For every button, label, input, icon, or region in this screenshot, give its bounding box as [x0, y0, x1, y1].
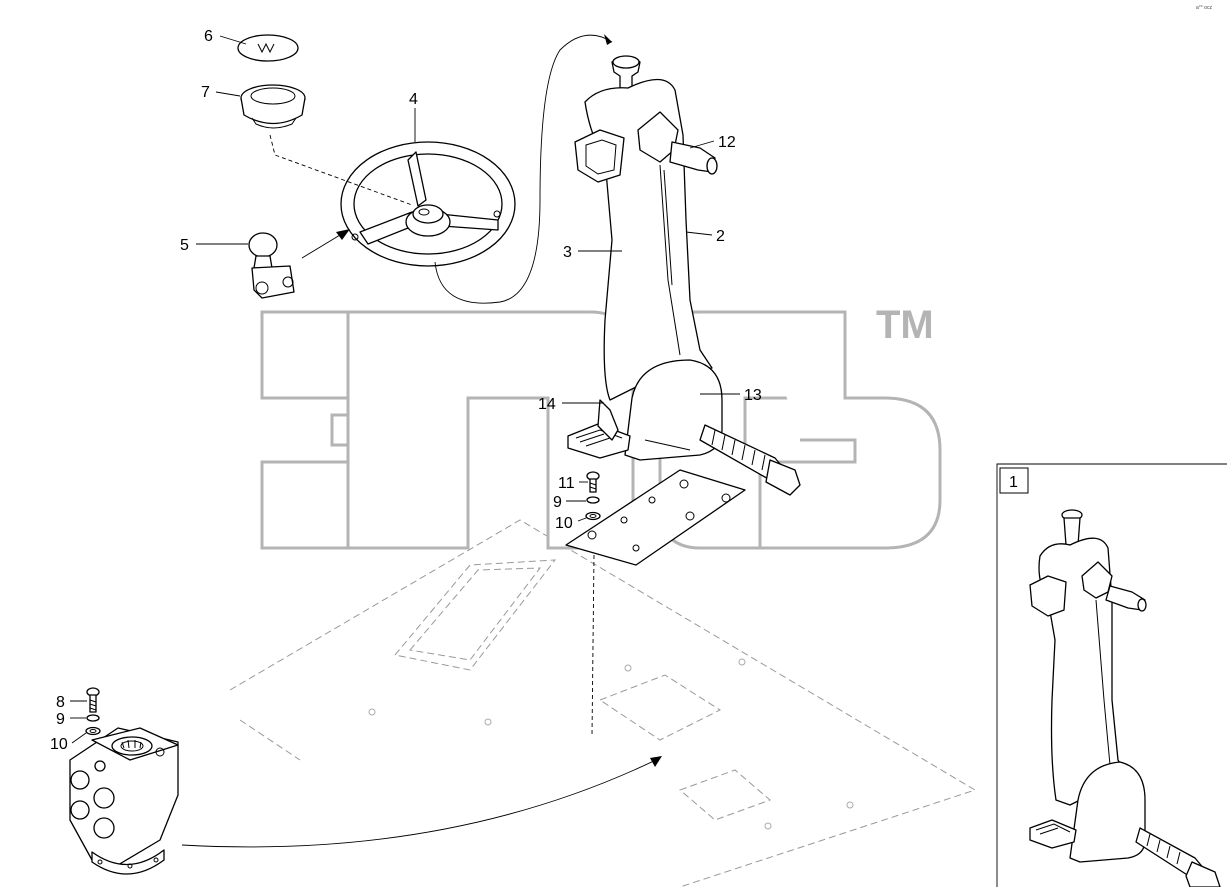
- washer-icon: [85, 714, 101, 736]
- callout-6: 6: [204, 28, 213, 45]
- inset-label-box: [999, 467, 1029, 494]
- inset-panel: 1: [996, 463, 1227, 887]
- inset-steering-column-icon: [1029, 509, 1221, 887]
- watermark-trademark: TM: [876, 303, 934, 347]
- callout-10-column: 10: [555, 515, 573, 532]
- corner-code: a°° ocz: [1196, 5, 1212, 11]
- callout-14: 14: [538, 396, 556, 413]
- knob-icon: [248, 232, 295, 299]
- callout-13: 13: [744, 387, 762, 404]
- steering-wheel-icon: [340, 141, 516, 267]
- callout-10-valve: 10: [50, 736, 68, 753]
- callouts: 6 7 4 5 12 2 3 13 14 11 9 10 8 9 10: [50, 28, 762, 753]
- leader-lines: [70, 35, 740, 744]
- callout-9-valve: 9: [56, 711, 65, 728]
- bolt-icon: [86, 687, 100, 713]
- hub-cap-icon: [237, 34, 306, 129]
- callout-7: 7: [201, 84, 210, 101]
- inset-label: 1: [1009, 474, 1018, 491]
- orbitrol-valve-icon: [69, 727, 179, 875]
- callout-9-column: 9: [553, 494, 562, 511]
- callout-12: 12: [718, 134, 736, 151]
- steering-column-icon: [565, 55, 801, 736]
- connection-arrows: [181, 34, 662, 848]
- callout-4: 4: [409, 91, 418, 108]
- callout-2: 2: [716, 228, 725, 245]
- callout-3: 3: [563, 244, 572, 261]
- callout-5: 5: [180, 237, 189, 254]
- callout-8: 8: [56, 694, 65, 711]
- watermark-letter-soft-sign: [758, 310, 942, 550]
- column-bolt-icon: [585, 471, 601, 521]
- callout-11: 11: [558, 475, 575, 492]
- floor-plate-ghost: [229, 519, 977, 887]
